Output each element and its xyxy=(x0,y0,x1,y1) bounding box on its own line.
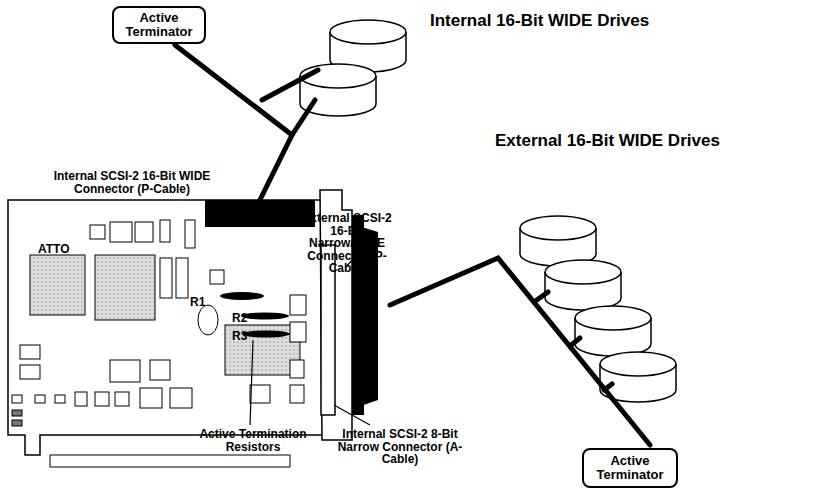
part-label: R2 xyxy=(232,312,262,325)
part-label: R3 xyxy=(232,330,262,343)
node-text: Active Terminator xyxy=(584,454,676,481)
part-label: Internal SCSI-2 16-Bit WIDE Connector (P… xyxy=(52,170,212,195)
part-label: External SCSI-2 16-Bit Narrow/WIDE Conne… xyxy=(292,212,402,275)
part-label: ATTO xyxy=(38,243,88,256)
part-label: External 16-Bit WIDE Drives xyxy=(495,132,825,150)
part-label: Active Termination Resistors xyxy=(198,428,308,453)
terminator-box: Active Terminator xyxy=(112,6,206,44)
node-text: Active Terminator xyxy=(114,11,204,38)
part-label: R1 xyxy=(190,296,220,309)
part-label: Internal 16-Bit WIDE Drives xyxy=(430,12,760,30)
part-label: Internal SCSI-2 8-Bit Narrow Connector (… xyxy=(335,428,465,466)
terminator-box: Active Terminator xyxy=(582,448,678,488)
